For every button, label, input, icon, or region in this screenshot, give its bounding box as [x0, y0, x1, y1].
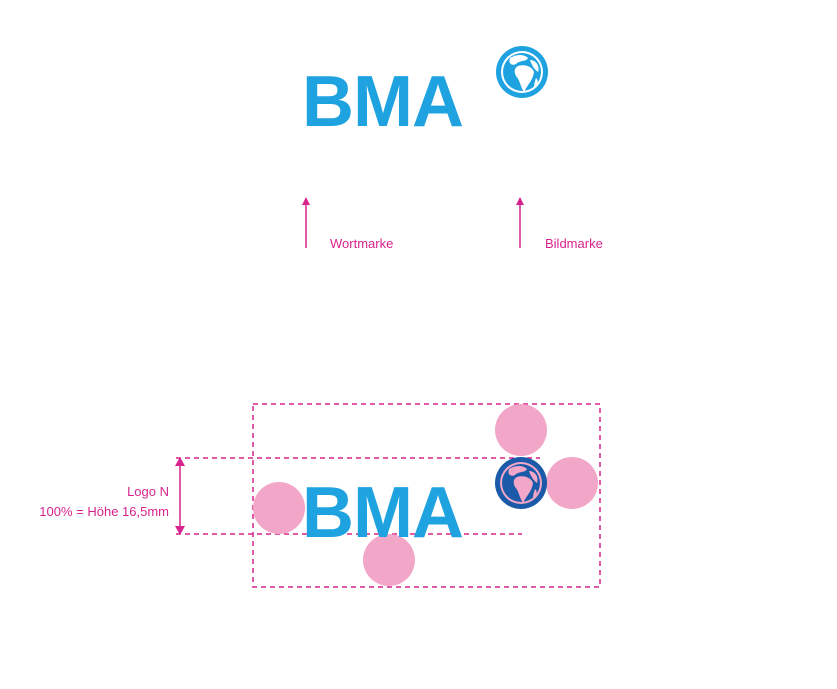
clearance-circle-bottom: [363, 534, 415, 586]
protection-zone-box: [252, 403, 601, 588]
clearance-circle-right: [546, 457, 598, 509]
logo-name-label: Logo N: [127, 484, 169, 499]
arrow-wordmark: [302, 197, 310, 248]
pictogram-caption: Bildmarke: [545, 236, 603, 251]
wordmark-top: BMA: [302, 62, 464, 142]
height-dimension-arrow: [175, 457, 185, 535]
globe-icon-bottom: [495, 457, 547, 509]
clearance-circle-left: [253, 482, 305, 534]
size-note-label: 100% = Höhe 16,5mm: [39, 504, 169, 519]
globe-icon-top: [496, 46, 548, 98]
wordmark-bottom: BMA: [302, 473, 464, 553]
clearance-circle-top: [495, 404, 547, 456]
wordmark-caption: Wortmarke: [330, 236, 394, 251]
arrow-pictogram: [516, 197, 524, 248]
